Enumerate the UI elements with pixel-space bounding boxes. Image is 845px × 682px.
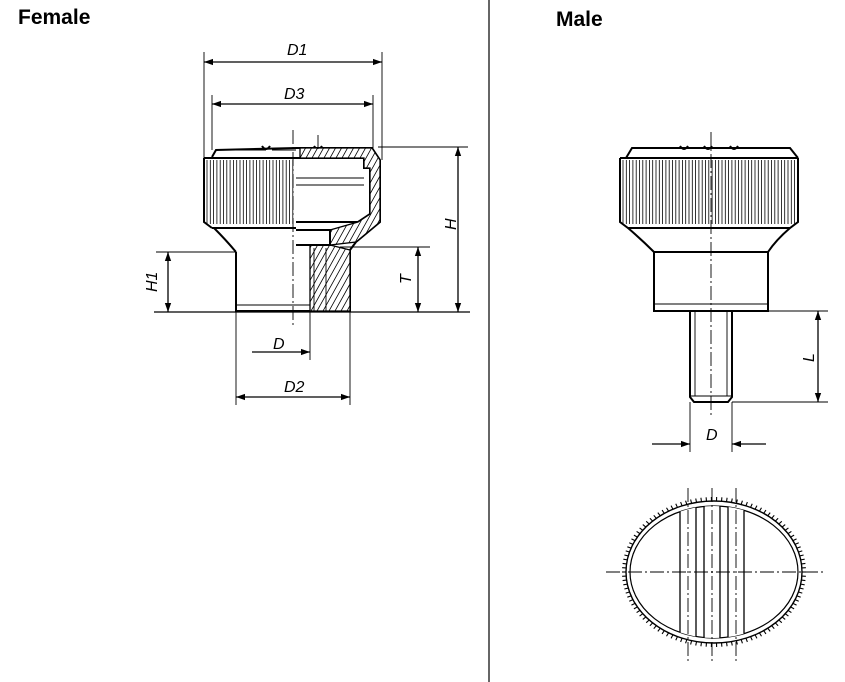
- male-knob-drawing: [606, 132, 828, 664]
- section-hatch-top: [299, 147, 381, 246]
- female-knurl-pattern: [206, 160, 294, 224]
- label-d3: D3: [284, 86, 305, 103]
- female-title: Female: [18, 6, 91, 29]
- label-h1: H1: [144, 272, 161, 292]
- label-d-female: D: [273, 336, 285, 353]
- label-d-male: D: [706, 427, 718, 444]
- male-title: Male: [556, 8, 603, 31]
- label-d2: D2: [284, 379, 305, 396]
- label-t: T: [398, 273, 415, 284]
- label-h: H: [443, 218, 460, 230]
- label-l: L: [801, 353, 818, 362]
- male-knurl-pattern: [622, 160, 795, 224]
- label-d1: D1: [287, 42, 307, 59]
- female-knob-drawing: [154, 52, 470, 405]
